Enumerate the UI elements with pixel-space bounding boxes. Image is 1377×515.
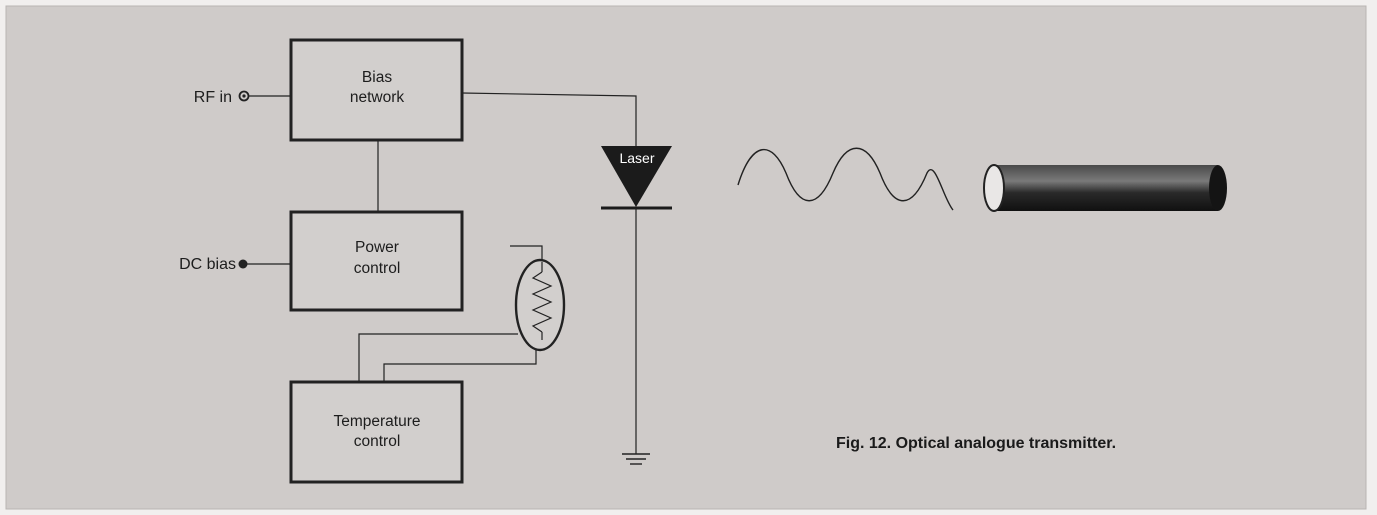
- figure-caption: Fig. 12. Optical analogue transmitter.: [836, 435, 1116, 452]
- bias-network-label-line2: network: [350, 89, 405, 106]
- power-control-label-line2: control: [354, 260, 401, 277]
- bias-network-label-line1: Bias: [362, 69, 392, 86]
- bias-network-block: Bias network: [289, 38, 464, 142]
- optical-wave-icon: [737, 147, 954, 211]
- diagram-panel: [5, 5, 1367, 510]
- laser-label: Laser: [619, 150, 654, 166]
- temperature-control-label-line1: Temperature: [333, 413, 420, 430]
- dc-bias-label: DC bias: [179, 256, 236, 273]
- ground-icon: [622, 453, 650, 465]
- thermistor-wire-outer: [358, 333, 518, 382]
- rf-in-label: RF in: [194, 89, 232, 106]
- optical-fiber-icon: [983, 164, 1227, 212]
- power-control-label-line1: Power: [355, 239, 399, 256]
- temperature-control-block: Temperature control: [289, 380, 464, 484]
- rf-in-terminal: RF in: [194, 89, 291, 106]
- thermistor-icon: [514, 258, 566, 352]
- bias-to-laser-wire: [461, 92, 637, 146]
- dc-bias-terminal: DC bias: [179, 256, 291, 273]
- temperature-control-label-line2: control: [354, 433, 401, 450]
- thermistor-wire-inner: [383, 340, 537, 382]
- power-control-block: Power control: [289, 210, 464, 312]
